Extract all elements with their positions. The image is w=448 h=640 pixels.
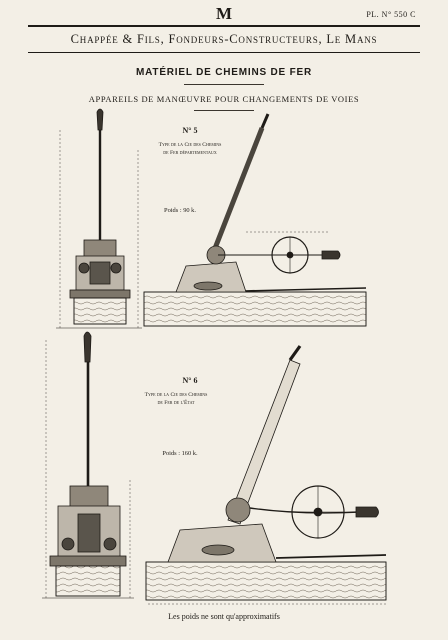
page-title: MATÉRIEL DE CHEMINS DE FER [136,67,312,78]
model-number: N° 6 [182,376,198,385]
model-5-front-view [56,108,142,329]
subtitle-divider [194,110,254,111]
plate-number: PL. N° 550 C [366,10,416,19]
section-letter: M [215,4,233,23]
model-number: N° 5 [182,126,198,135]
model-type-line-1: Type de la Cie des Chemins [158,142,222,148]
model-6-front-view [42,331,134,599]
model-type-line-2: de Fer de l'État [157,400,195,406]
title-divider [184,84,264,85]
page-subtitle: APPAREILS DE MANŒUVRE POUR CHANGEMENTS D… [88,94,360,104]
model-weight: Poids : 90 k. [164,207,196,214]
model-type-line-1: Type de la Cie des Chemins [144,392,208,398]
model-6-side-view [145,345,387,605]
company-name: Chappée & Fils, Fondeurs-Constructeurs, … [70,32,378,46]
model-type-line-2: de Fer départementaux [163,150,217,156]
weight-disclaimer: Les poids ne sont qu'approximatifs [168,612,280,621]
model-weight: Poids : 160 k. [162,450,198,457]
model-5-side-view [143,113,367,327]
header-bottom-rule [28,52,420,53]
header-top-rule [28,25,420,27]
